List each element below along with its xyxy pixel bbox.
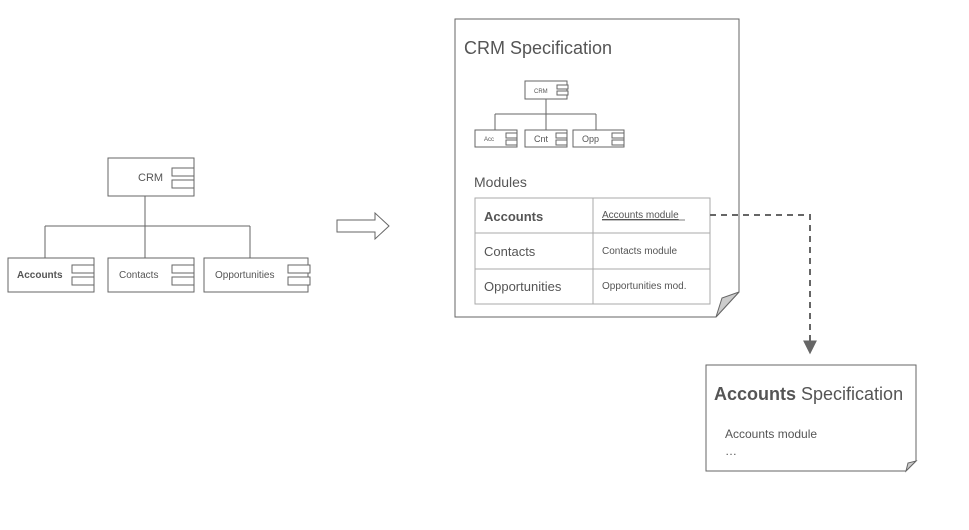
left-component-diagram: CRM Accounts Contacts Opportunities [7, 157, 311, 293]
accounts-spec-title: Accounts Specification [714, 384, 903, 404]
accounts-component-label: Accounts [17, 270, 63, 281]
accounts-module-link[interactable]: Accounts module [602, 210, 679, 221]
crm-component: CRM [107, 157, 195, 197]
contacts-component: Contacts [107, 257, 195, 293]
modules-table: Accounts Accounts module Contacts Contac… [474, 197, 711, 305]
table-row: Accounts Accounts module [484, 209, 685, 224]
mini-crm-label: CRM [534, 89, 548, 95]
modules-heading: Modules [474, 174, 527, 190]
reference-arrow [710, 214, 817, 355]
accounts-spec-line1: Accounts module [725, 427, 817, 441]
opportunities-component: Opportunities [203, 257, 311, 293]
row-name-accounts: Accounts [484, 209, 543, 224]
crm-component-label: CRM [138, 172, 163, 184]
crm-spec-document: CRM Specification CRM Acc Cnt Opp [454, 18, 740, 318]
mini-acc-label: Acc [484, 137, 494, 143]
accounts-spec-title-bold: Accounts [714, 384, 796, 404]
accounts-spec-document: Accounts Specification Accounts module … [705, 364, 918, 473]
crm-spec-title: CRM Specification [464, 38, 612, 58]
mini-cnt-label: Cnt [534, 134, 549, 144]
row-link-opportunities: Opportunities mod. [602, 281, 687, 292]
mini-opp-label: Opp [582, 134, 599, 144]
accounts-spec-title-rest: Specification [796, 384, 903, 404]
mini-component-diagram: CRM Acc Cnt Opp [474, 80, 625, 148]
contacts-component-label: Contacts [119, 270, 158, 281]
transform-arrow [336, 211, 390, 241]
opportunities-component-label: Opportunities [215, 270, 274, 281]
row-name-contacts: Contacts [484, 244, 536, 259]
accounts-spec-line2: … [725, 444, 737, 458]
row-name-opportunities: Opportunities [484, 279, 562, 294]
table-row: Contacts Contacts module [484, 244, 677, 259]
row-link-contacts: Contacts module [602, 246, 677, 257]
table-row: Opportunities Opportunities mod. [484, 279, 687, 294]
accounts-component: Accounts [7, 257, 95, 293]
